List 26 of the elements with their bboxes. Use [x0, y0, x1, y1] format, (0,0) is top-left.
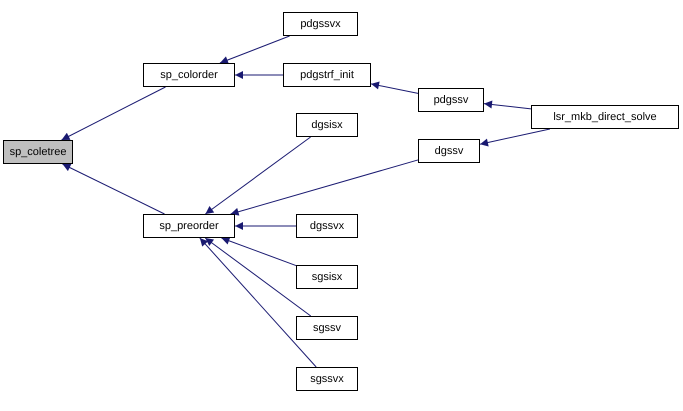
arrow — [204, 238, 312, 316]
function-box: sp_colorder — [143, 63, 235, 87]
function-box: lsr_mkb_direct_solve — [531, 105, 679, 129]
arrow — [230, 159, 418, 216]
arrow — [234, 71, 284, 79]
arrow — [199, 238, 317, 368]
arrow — [204, 136, 312, 214]
arrow — [370, 82, 418, 94]
arrow — [61, 86, 166, 140]
arrow — [234, 222, 296, 230]
function-box: sp_preorder — [143, 214, 235, 238]
function-box: dgssv — [418, 139, 480, 163]
function-box: pdgssvx — [283, 12, 358, 36]
function-box: pdgstrf_init — [283, 63, 371, 87]
function-box: sgssv — [296, 316, 358, 340]
function-box: dgssvx — [296, 214, 358, 238]
function-box: sgssvx — [296, 367, 358, 391]
arrow — [219, 36, 290, 64]
arrow — [220, 237, 296, 266]
arrow — [480, 128, 550, 146]
function-box: pdgssv — [418, 88, 484, 112]
function-box: dgsisx — [296, 113, 358, 137]
function-box: sp_coletree — [3, 140, 73, 164]
arrow — [484, 100, 532, 110]
arrow — [62, 164, 166, 214]
function-box: sgsisx — [296, 265, 358, 289]
